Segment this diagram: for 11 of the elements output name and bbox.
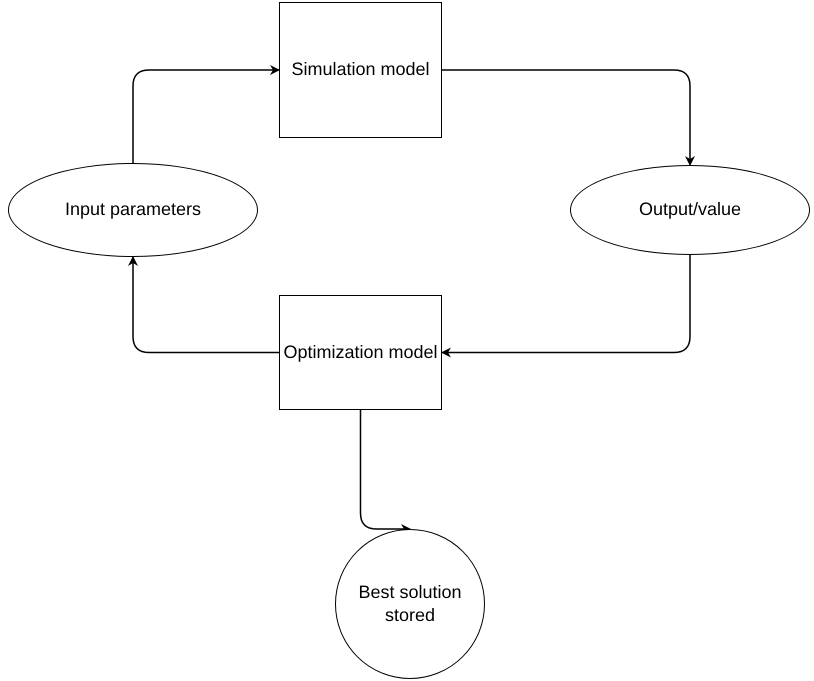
arrow (128, 256, 279, 354)
node-label: Best solution stored (357, 580, 463, 627)
arrow (132, 65, 280, 163)
arrow (441, 255, 691, 358)
process-box (279, 295, 442, 410)
process-box (279, 2, 442, 138)
node-label: Optimization model (283, 340, 438, 364)
node-label: Simulation model (291, 58, 430, 82)
arrow (442, 69, 695, 166)
node-label: Input parameters (64, 198, 202, 222)
node-label: Output/value (638, 198, 742, 222)
